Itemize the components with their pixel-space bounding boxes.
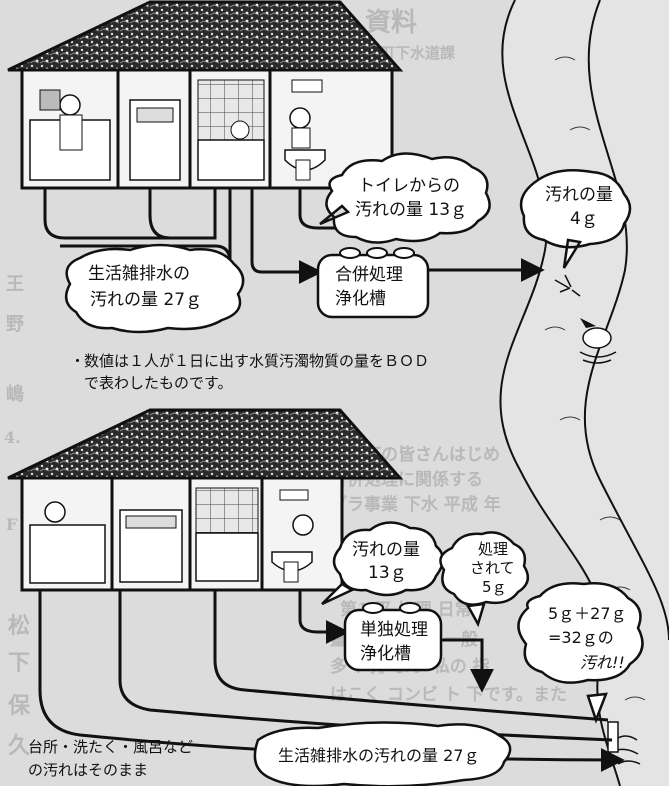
top-drain-pipes xyxy=(43,188,350,284)
top-household-label-line1: 生活雑排水の xyxy=(88,264,190,284)
ghost-left-char-6: 久 xyxy=(8,733,31,759)
bottom-household-note-line2: の汚れはそのまま xyxy=(28,761,149,779)
bottom-toilet-label-line1: 汚れの量 xyxy=(352,540,420,560)
bottom-toilet-bubble xyxy=(321,521,445,606)
ghost-left-char-1: 野 xyxy=(6,314,24,335)
bottom-total-label-line2: =32ｇの xyxy=(548,628,614,647)
ghost-page-line-6: はこく コンビ ト 下です。また xyxy=(330,685,568,705)
bottom-total-label-line3: 汚れ!! xyxy=(580,653,625,672)
top-toilet-label-line1: トイレからの xyxy=(358,176,460,196)
bottom-treated-label-line3: 5ｇ xyxy=(482,578,507,596)
ghost-left-char-2: 嶋 xyxy=(6,384,24,405)
bottom-household-bubble xyxy=(253,721,512,786)
top-tank-label-line1: 合併処理 xyxy=(335,265,403,285)
top-household-bubble xyxy=(64,243,245,334)
top-household-label-line2: 汚れの量 27ｇ xyxy=(90,290,203,310)
bottom-treated-label-line2: されて xyxy=(470,559,515,577)
bottom-house xyxy=(7,408,404,592)
bottom-treated-bubble xyxy=(439,531,530,628)
bottom-household-label: 生活雑排水の汚れの量 27ｇ xyxy=(278,746,480,765)
bottom-household-note-line1: 台所・洗たく・風呂など xyxy=(28,738,194,756)
top-toilet-label-line2: 汚れの量 13ｇ xyxy=(355,200,468,220)
bottom-outflow-pipe xyxy=(441,638,494,693)
note-line-1: 数値は１人が１日に出す水質汚濁物質の量をＢＯＤ xyxy=(84,352,430,370)
dead-fish-icon xyxy=(579,318,617,364)
top-river-label-line2: 4ｇ xyxy=(570,209,598,229)
top-house xyxy=(7,0,404,190)
ghost-page-line-2: ブラ事業 下水 平成 年 xyxy=(330,495,501,515)
bottom-tank-label-line2: 浄化槽 xyxy=(360,644,411,664)
ghost-left-char-4: 下 xyxy=(8,650,31,676)
top-tank-label-line2: 浄化槽 xyxy=(335,289,386,309)
splash-icon xyxy=(554,274,581,297)
note-bullet: ・ xyxy=(70,352,86,370)
bottom-tank-label-line1: 単独処理 xyxy=(360,620,428,640)
top-river-label-line1: 汚れの量 xyxy=(545,185,613,205)
ghost-left-char-0: 王 xyxy=(6,274,24,295)
bottom-total-label-line1: 5ｇ＋27ｇ xyxy=(548,604,627,623)
top-river-bubble xyxy=(519,169,632,269)
top-combined-tank xyxy=(316,247,430,319)
top-toilet-bubble xyxy=(319,152,491,244)
bottom-treated-label-line1: 処理 xyxy=(478,540,509,558)
note-line-2: で表わしたものです。 xyxy=(84,374,233,392)
ghost-left-small-0: 4. xyxy=(4,428,21,447)
bottom-total-bubble xyxy=(517,582,644,724)
ghost-header-title: 資料 xyxy=(365,8,418,38)
bottom-toilet-label-line2: 13ｇ xyxy=(368,563,407,583)
ghost-left-char-5: 保 xyxy=(8,693,31,719)
ghost-left-char-3: 松 xyxy=(8,613,31,639)
ghost-left-small-1: F xyxy=(6,515,18,534)
